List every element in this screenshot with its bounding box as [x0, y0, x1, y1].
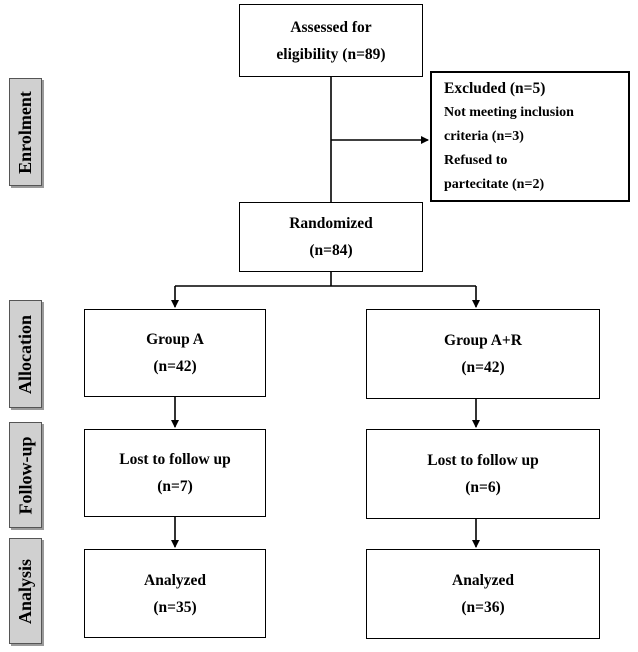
excluded-line-4: Refused to: [444, 153, 508, 168]
group-a-name: Group A: [146, 331, 204, 348]
stage-text-analysis: Analysis: [15, 558, 35, 624]
stage-label-follow-up: Follow-up: [9, 422, 42, 528]
group-ar-count: (n=42): [461, 359, 505, 376]
excluded-title: Excluded (n=5): [444, 80, 546, 97]
assessed-line-2: eligibility (n=89): [276, 45, 386, 63]
assessed-line-1: Assessed for: [290, 18, 372, 36]
group-a-count: (n=42): [153, 358, 197, 375]
group-a-allocation-box: Group A (n=42): [84, 309, 266, 397]
stage-text-enrolment: Enrolment: [15, 90, 36, 174]
group-a-lost-count: (n=7): [157, 478, 193, 495]
group-a-lost-box: Lost to follow up (n=7): [84, 429, 266, 517]
group-a-lost-label: Lost to follow up: [119, 451, 231, 468]
group-a-analyzed-count: (n=35): [153, 598, 197, 616]
randomized-line-2: (n=84): [309, 242, 353, 259]
excluded-line-5: partecitate (n=2): [444, 177, 545, 192]
excluded-line-2: Not meeting inclusion: [444, 105, 574, 120]
group-a-analyzed-box: Analyzed (n=35): [84, 549, 266, 638]
group-ar-analyzed-count: (n=36): [461, 599, 505, 616]
group-ar-lost-box: Lost to follow up (n=6): [366, 429, 600, 519]
stage-text-follow-up: Follow-up: [15, 435, 36, 515]
stage-label-enrolment: Enrolment: [9, 78, 42, 186]
group-a-analyzed-label: Analyzed: [144, 571, 206, 589]
randomized-box: Randomized (n=84): [239, 202, 423, 272]
excluded-box: Excluded (n=5) Not meeting inclusion cri…: [430, 71, 630, 202]
stage-label-allocation: Allocation: [9, 300, 42, 408]
stage-text-allocation: Allocation: [15, 314, 35, 394]
group-ar-lost-count: (n=6): [465, 479, 501, 496]
group-ar-name: Group A+R: [444, 332, 522, 349]
assessed-box: Assessed for eligibility (n=89): [239, 4, 423, 77]
group-ar-allocation-box: Group A+R (n=42): [366, 309, 600, 399]
randomized-line-1: Randomized: [289, 215, 373, 232]
stage-label-analysis: Analysis: [9, 538, 42, 644]
excluded-line-3: criteria (n=3): [444, 129, 524, 144]
group-ar-analyzed-box: Analyzed (n=36): [366, 549, 600, 639]
group-ar-analyzed-label: Analyzed: [452, 572, 514, 589]
group-ar-lost-label: Lost to follow up: [427, 452, 539, 469]
